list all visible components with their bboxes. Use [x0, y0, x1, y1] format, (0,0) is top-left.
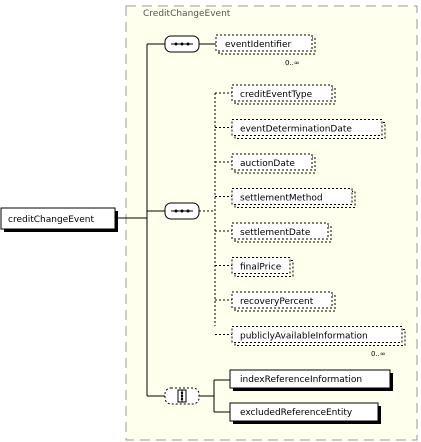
- element-box-recoveryPercent[interactable]: [231, 291, 333, 309]
- element-box-excludedReferenceEntity[interactable]: [229, 402, 379, 422]
- root-element-label: creditChangeEvent: [8, 215, 94, 225]
- element-label-publiclyAvailableInformation: publiclyAvailableInformation: [240, 332, 368, 342]
- element-label-eventIdentifier: eventIdentifier: [225, 40, 291, 50]
- element-label-auctionDate: auctionDate: [240, 159, 295, 169]
- element-label-settlementMethod: settlementMethod: [240, 194, 323, 204]
- occurrence-eventIdentifier: 0..∞: [285, 59, 300, 67]
- element-label-settlementDate: settlementDate: [240, 228, 311, 238]
- element-label-finalPrice: finalPrice: [240, 263, 282, 273]
- element-label-recoveryPercent: recoveryPercent: [240, 297, 314, 307]
- element-label-eventDeterminationDate: eventDeterminationDate: [240, 125, 352, 135]
- choice-elements: creditEventType eventDeterminationDate auc…: [215, 84, 406, 346]
- element-box-creditEventType[interactable]: [231, 84, 333, 102]
- element-label-creditEventType: creditEventType: [240, 90, 313, 100]
- element-label-indexReferenceInformation: indexReferenceInformation: [240, 375, 362, 385]
- element-box-settlementDate[interactable]: [231, 222, 329, 240]
- root-element-box[interactable]: [0, 207, 116, 230]
- element-box-indexReferenceInformation[interactable]: [229, 369, 391, 389]
- element-box-eventDeterminationDate[interactable]: [231, 119, 383, 136]
- element-box-publiclyAvailableInformation[interactable]: [231, 326, 403, 343]
- element-box-finalPrice[interactable]: [231, 257, 291, 274]
- element-box-eventIdentifier[interactable]: [215, 34, 313, 52]
- element-label-excludedReferenceEntity: excludedReferenceEntity: [240, 408, 353, 418]
- occurrence-choice: 0..∞: [371, 350, 386, 358]
- element-box-auctionDate[interactable]: [231, 153, 313, 171]
- complex-type-title: CreditChangeEvent: [143, 9, 231, 19]
- element-box-settlementMethod[interactable]: [231, 188, 353, 205]
